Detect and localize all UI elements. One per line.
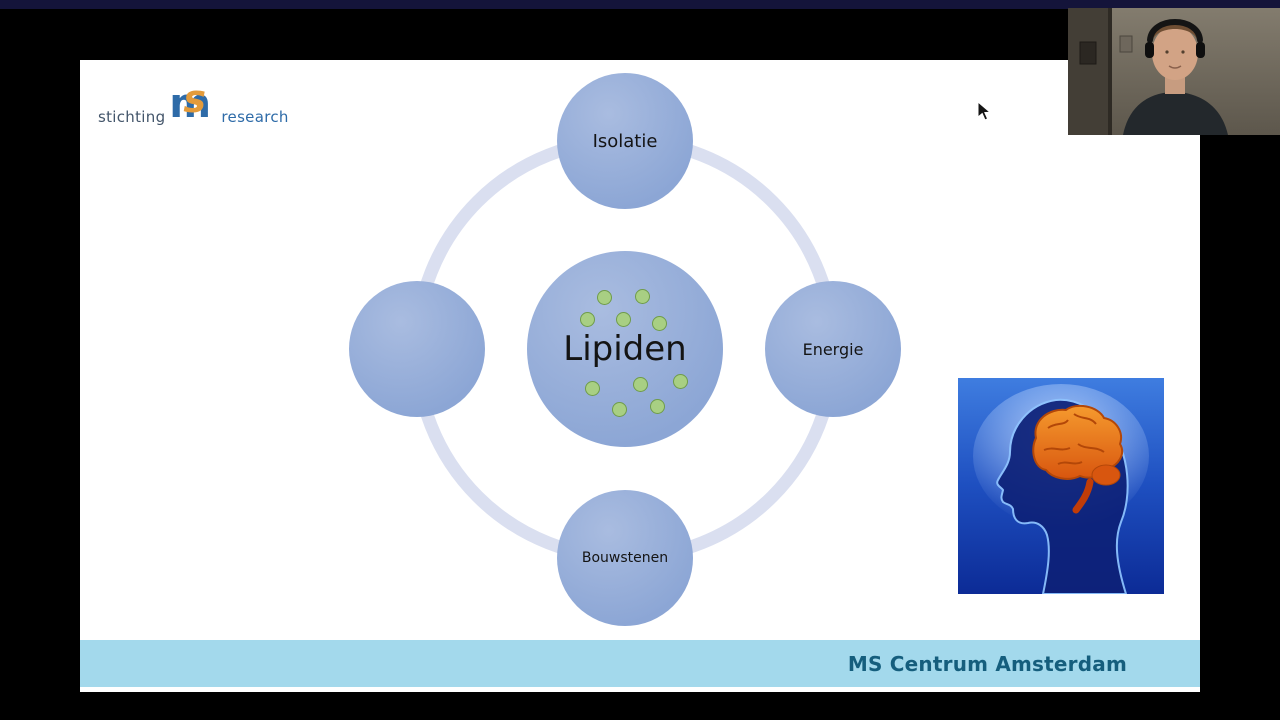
center-circle-label: Lipiden <box>563 329 687 369</box>
lipid-dot <box>652 316 667 331</box>
lipid-dot <box>633 377 648 392</box>
presentation-slide: stichting m s research Lipiden Isolatie … <box>80 60 1200 692</box>
lipid-dot <box>635 289 650 304</box>
satellite-label: Energie <box>802 339 864 359</box>
slide-footer-bar: MS Centrum Amsterdam <box>80 640 1200 687</box>
lipid-dot <box>616 312 631 327</box>
top-navy-strip <box>0 0 1280 9</box>
logo-letter-s: s <box>183 77 207 121</box>
satellite-label: Isolatie <box>592 130 658 152</box>
center-circle-lipiden: Lipiden <box>527 251 723 447</box>
presenter-webcam-video <box>1068 8 1280 135</box>
footer-title: MS Centrum Amsterdam <box>847 651 1127 676</box>
logo-prefix-text: stichting <box>98 108 166 126</box>
stichting-ms-research-logo: stichting m s research <box>98 80 289 130</box>
logo-letter-m: m <box>169 81 212 127</box>
mouse-cursor-icon <box>977 101 992 121</box>
lipid-dot <box>650 399 665 414</box>
presenter-illustration <box>1068 8 1280 135</box>
lipid-dot <box>585 381 600 396</box>
ms-monogram-icon: m s <box>167 80 219 130</box>
logo-suffix-text: research <box>221 108 289 126</box>
satellite-circle-isolatie: Isolatie <box>557 73 693 209</box>
satellite-circle-energie: Energie <box>765 281 901 417</box>
lipid-dot <box>612 402 627 417</box>
lipid-dot <box>597 290 612 305</box>
brain-head-image <box>958 378 1164 594</box>
satellite-label: Bouwstenen <box>581 550 669 566</box>
satellite-circle-bouwstenen: Bouwstenen <box>557 490 693 626</box>
lipid-dot <box>580 312 595 327</box>
lipid-dot <box>673 374 688 389</box>
satellite-circle-empty <box>349 281 485 417</box>
